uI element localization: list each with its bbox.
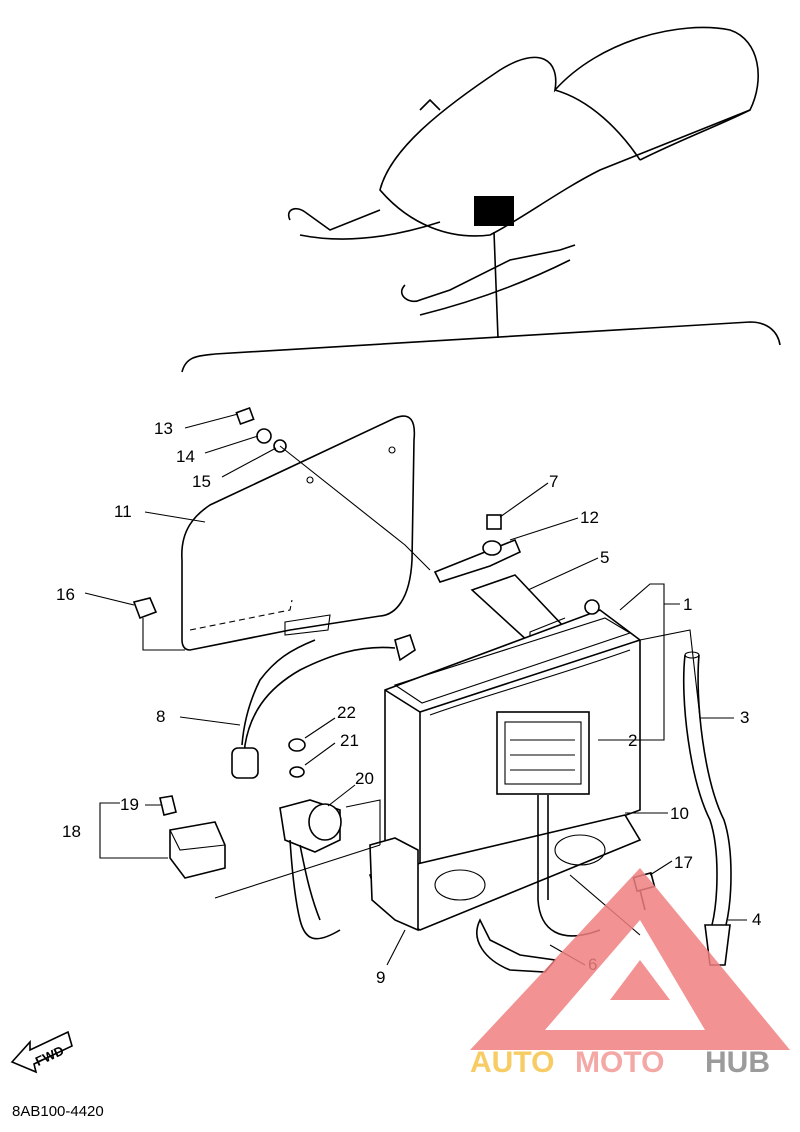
cover-fasteners bbox=[235, 406, 431, 571]
watermark-hub: HUB bbox=[705, 1046, 770, 1079]
callout-22: 22 bbox=[337, 703, 356, 722]
washers-21-22 bbox=[288, 738, 306, 778]
callout-19: 19 bbox=[120, 795, 139, 814]
battery-cable bbox=[231, 633, 416, 779]
watermark-auto: AUTO bbox=[470, 1046, 554, 1079]
callout-10: 10 bbox=[670, 804, 689, 823]
callout-1: 1 bbox=[683, 595, 692, 614]
callout-14: 14 bbox=[176, 447, 195, 466]
battery-cover bbox=[181, 415, 416, 651]
callout-20: 20 bbox=[355, 769, 374, 788]
fuse-box bbox=[99, 795, 226, 879]
callout-17: 17 bbox=[674, 853, 693, 872]
callout-21: 21 bbox=[340, 731, 359, 750]
clip-16 bbox=[132, 597, 185, 651]
starter-relay bbox=[214, 799, 381, 940]
callout-3: 3 bbox=[740, 708, 749, 727]
callout-18: 18 bbox=[62, 822, 81, 841]
callout-12: 12 bbox=[580, 508, 599, 527]
battery-band bbox=[433, 514, 522, 583]
callout-2: 2 bbox=[628, 731, 637, 750]
callout-7: 7 bbox=[549, 472, 558, 491]
diagram-code: 8AB100-4420 bbox=[12, 1103, 104, 1120]
watermark-logo: AUTO MOTO HUB bbox=[470, 868, 790, 1079]
snowmobile-illustration bbox=[287, 26, 759, 339]
callout-labels: 13 14 15 11 16 7 12 5 1 3 2 8 22 21 20 1… bbox=[56, 419, 761, 987]
section-divider bbox=[181, 321, 781, 373]
battery-box bbox=[368, 814, 642, 973]
battery bbox=[384, 599, 641, 891]
watermark-moto: MOTO bbox=[575, 1046, 664, 1079]
callout-9: 9 bbox=[376, 968, 385, 987]
callout-4: 4 bbox=[752, 910, 761, 929]
callout-11: 11 bbox=[114, 502, 132, 521]
battery-location-marker bbox=[474, 196, 514, 226]
breather-hose bbox=[682, 651, 732, 966]
callout-16: 16 bbox=[56, 585, 75, 604]
forward-arrow-icon: FWD bbox=[10, 1030, 73, 1074]
callout-8: 8 bbox=[156, 707, 165, 726]
callout-15: 15 bbox=[192, 472, 211, 491]
callout-5: 5 bbox=[600, 548, 609, 567]
callout-13: 13 bbox=[154, 419, 173, 438]
